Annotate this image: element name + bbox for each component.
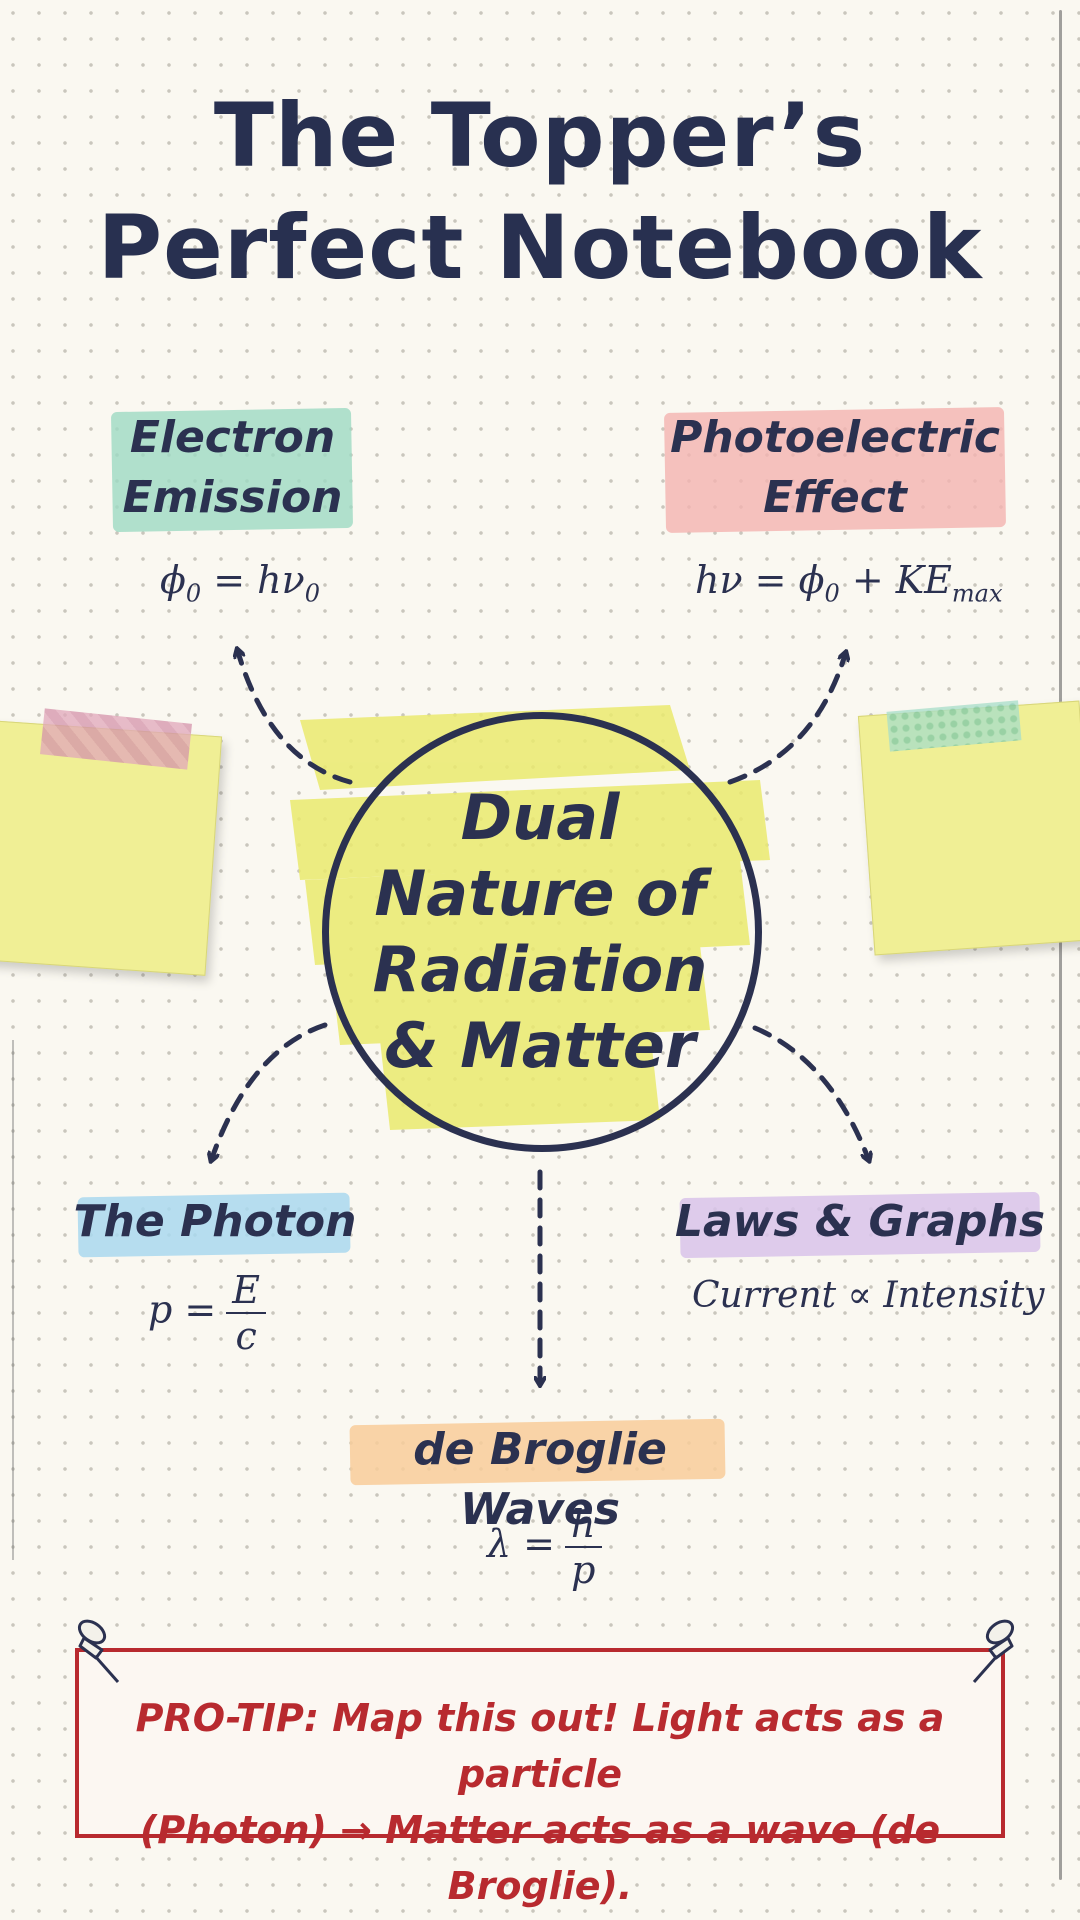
photoelectric-label-line-1: Photoelectric xyxy=(670,412,1000,463)
photon-label: The Photon xyxy=(73,1196,357,1247)
laws-graphs-label: Laws & Graphs xyxy=(674,1196,1046,1247)
arrow-to-electron-emission xyxy=(238,652,353,785)
electron-emission-label: Electron Emission xyxy=(100,408,365,528)
page-title: The Topper’s Perfect Notebook xyxy=(0,80,1080,304)
title-line-2: Perfect Notebook xyxy=(97,196,983,299)
electron-emission-label-line-1: Electron xyxy=(129,412,336,463)
page-edge-right xyxy=(1059,10,1062,1880)
pro-tip-text: PRO-TIP: Map this out! Light acts as a p… xyxy=(95,1690,985,1914)
photoelectric-label-line-2: Effect xyxy=(763,472,907,523)
pro-tip-box xyxy=(75,1648,1005,1838)
central-topic: Dual Nature of Radiation & Matter xyxy=(320,780,760,1084)
central-topic-line-3: Radiation xyxy=(372,933,708,1006)
electron-emission-label-line-2: Emission xyxy=(122,472,343,523)
arrow-to-laws-graphs xyxy=(752,1025,868,1158)
title-line-1: The Topper’s xyxy=(213,84,867,187)
electron-emission-formula: ϕ0 = hν0 xyxy=(160,558,321,608)
photoelectric-label: Photoelectric Effect xyxy=(655,408,1015,528)
laws-graphs-formula: Current ∝ Intensity xyxy=(692,1275,1045,1316)
de-broglie-label: de Broglie Waves xyxy=(413,1424,667,1535)
pushpin-right-icon xyxy=(972,1619,1015,1683)
page-edge-left xyxy=(12,1040,14,1560)
central-topic-line-4: & Matter xyxy=(384,1009,696,1082)
arrow-to-photoelectric xyxy=(727,655,845,785)
pro-tip-line-2: (Photon) → Matter acts as a wave (de Bro… xyxy=(139,1808,941,1908)
photoelectric-formula: hν = ϕ0 + KEmax xyxy=(695,558,1003,608)
central-topic-line-2: Nature of xyxy=(374,857,706,930)
pushpin-left-icon xyxy=(77,1619,120,1683)
central-topic-line-1: Dual xyxy=(460,781,620,854)
pro-tip-line-1: PRO-TIP: Map this out! Light acts as a p… xyxy=(135,1696,945,1796)
arrow-to-photon xyxy=(212,1022,328,1158)
